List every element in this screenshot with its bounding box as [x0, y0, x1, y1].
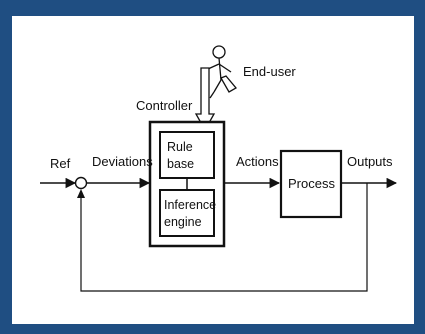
controller-label: Controller: [136, 98, 193, 113]
actions-label: Actions: [236, 154, 279, 169]
outputs-label: Outputs: [347, 154, 393, 169]
process-label: Process: [288, 176, 335, 191]
inference-engine-box: [160, 190, 214, 236]
deviations-label: Deviations: [92, 154, 153, 169]
ref-label: Ref: [50, 156, 71, 171]
rule-base-line1: Rule: [167, 140, 193, 154]
summing-junction-icon: [76, 178, 87, 189]
rule-base-box: [160, 132, 214, 178]
end-user-label: End-user: [243, 64, 296, 79]
rule-base-line2: base: [167, 157, 194, 171]
inference-line1: Inference: [164, 198, 216, 212]
inference-line2: engine: [164, 215, 202, 229]
